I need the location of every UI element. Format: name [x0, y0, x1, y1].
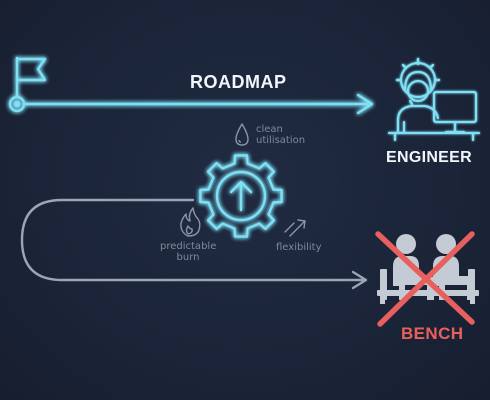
- roadmap-label: ROADMAP: [190, 72, 287, 92]
- predictable-line-2: burn: [176, 252, 200, 263]
- flame-icon: [180, 207, 201, 237]
- flexibility-label: flexibility: [276, 242, 322, 253]
- diagonal-arrow-icon: [284, 219, 306, 237]
- predictable-line-1: predictable: [160, 241, 217, 252]
- droplet-icon: [235, 123, 249, 146]
- bench-label: BENCH: [401, 324, 464, 343]
- gear-arrow-up-icon: [199, 154, 283, 238]
- clean-line-2: utilisation: [256, 135, 306, 146]
- engineer-label: ENGINEER: [386, 149, 472, 166]
- predictable-burn-label: predictable burn: [160, 241, 216, 263]
- cross-icon: [375, 231, 475, 327]
- engineer-at-computer-icon: [387, 57, 481, 142]
- roadmap-arrow: [23, 93, 374, 115]
- bench-path-arrow: [20, 198, 368, 290]
- clean-utilisation-label: clean utilisation: [256, 124, 305, 146]
- clean-line-1: clean: [256, 124, 283, 135]
- people-on-bench-icon: [377, 234, 479, 304]
